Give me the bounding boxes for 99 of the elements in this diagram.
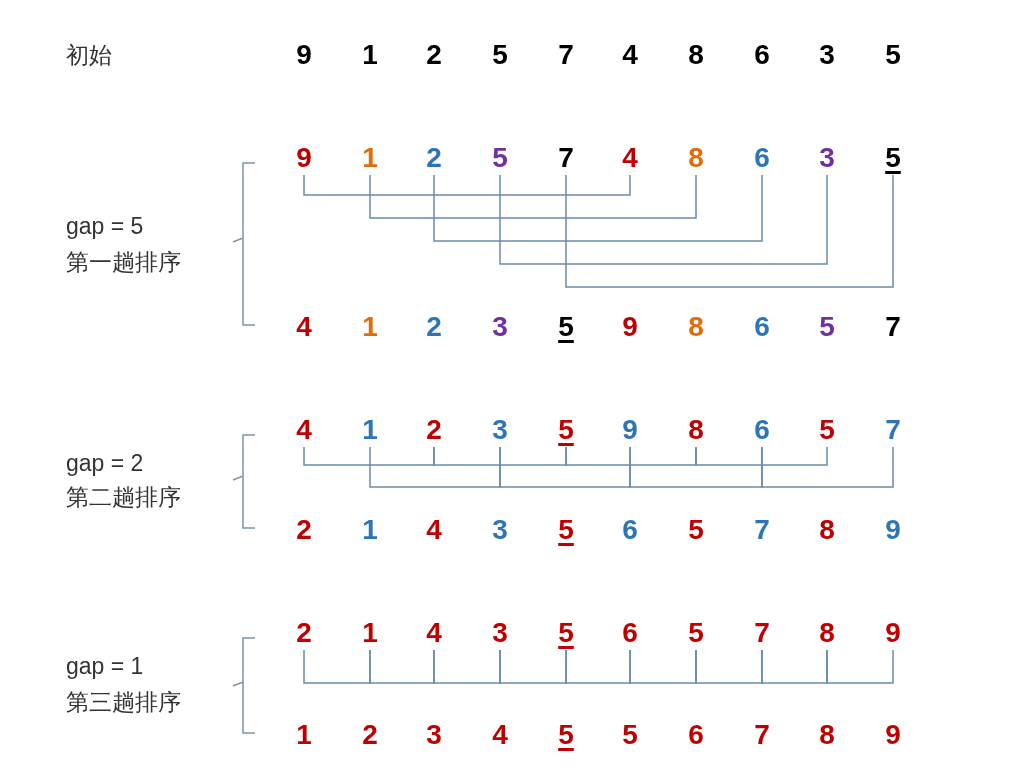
number: 1: [289, 718, 319, 752]
number: 5: [615, 718, 645, 752]
bracket-line: [369, 174, 697, 219]
number: 8: [681, 38, 711, 72]
number: 3: [485, 513, 515, 547]
bracket-line: [629, 446, 763, 488]
bracket-line: [433, 446, 567, 466]
number: 9: [878, 513, 908, 547]
pass-label: 第一趟排序: [66, 248, 181, 277]
bracket-line: [303, 174, 631, 196]
number: 3: [419, 718, 449, 752]
number: 5: [551, 413, 581, 447]
bracket-line: [565, 446, 697, 466]
number: 8: [681, 413, 711, 447]
number: 8: [812, 513, 842, 547]
bracket-line: [826, 649, 894, 684]
number: 7: [747, 513, 777, 547]
number: 3: [812, 38, 842, 72]
gap-label: gap = 5: [66, 213, 144, 240]
bracket-line: [303, 649, 371, 684]
bracket-line: [629, 649, 697, 684]
number: 8: [681, 141, 711, 175]
bracket-line: [369, 446, 501, 488]
bracket-line: [565, 649, 631, 684]
bracket-line: [499, 174, 828, 265]
number: 9: [615, 310, 645, 344]
number: 2: [419, 413, 449, 447]
number: 6: [615, 513, 645, 547]
number: 2: [419, 38, 449, 72]
number: 7: [878, 310, 908, 344]
number: 2: [419, 141, 449, 175]
number: 6: [615, 616, 645, 650]
number: 3: [812, 141, 842, 175]
number: 5: [681, 513, 711, 547]
number: 5: [812, 310, 842, 344]
number: 5: [551, 718, 581, 752]
number: 5: [878, 141, 908, 175]
row-label: 初始: [66, 41, 112, 70]
number: 2: [355, 718, 385, 752]
gap-label: gap = 2: [66, 450, 144, 477]
number: 8: [812, 616, 842, 650]
number: 2: [419, 310, 449, 344]
number: 5: [681, 616, 711, 650]
gap-label: gap = 1: [66, 653, 144, 680]
number: 1: [355, 616, 385, 650]
number: 5: [812, 413, 842, 447]
number: 1: [355, 141, 385, 175]
number: 5: [485, 38, 515, 72]
number: 9: [289, 141, 319, 175]
number: 7: [878, 413, 908, 447]
number: 4: [289, 310, 319, 344]
number: 3: [485, 310, 515, 344]
bracket-line: [499, 649, 567, 684]
bracket-line: [433, 174, 763, 242]
number: 7: [551, 141, 581, 175]
number: 3: [485, 413, 515, 447]
number: 7: [551, 38, 581, 72]
number: 5: [551, 310, 581, 344]
bracket-line: [695, 446, 828, 466]
number: 4: [485, 718, 515, 752]
number: 9: [878, 616, 908, 650]
bracket-line: [303, 446, 435, 466]
bracket-line: [499, 446, 631, 488]
number: 6: [747, 310, 777, 344]
number: 7: [747, 616, 777, 650]
bracket-line: [565, 174, 894, 288]
number: 1: [355, 413, 385, 447]
number: 5: [878, 38, 908, 72]
number: 5: [551, 616, 581, 650]
number: 6: [747, 141, 777, 175]
number: 4: [289, 413, 319, 447]
number: 1: [355, 38, 385, 72]
number: 4: [615, 141, 645, 175]
bracket-line: [433, 649, 501, 684]
number: 8: [681, 310, 711, 344]
bracket-line: [695, 649, 763, 684]
number: 8: [812, 718, 842, 752]
number: 6: [681, 718, 711, 752]
number: 9: [878, 718, 908, 752]
bracket-line: [761, 446, 894, 488]
number: 1: [355, 513, 385, 547]
number: 6: [747, 38, 777, 72]
number: 3: [485, 616, 515, 650]
number: 4: [615, 38, 645, 72]
number: 6: [747, 413, 777, 447]
number: 4: [419, 513, 449, 547]
number: 4: [419, 616, 449, 650]
pass-label: 第二趟排序: [66, 483, 181, 512]
bracket-line: [761, 649, 828, 684]
number: 5: [485, 141, 515, 175]
number: 5: [551, 513, 581, 547]
number: 9: [615, 413, 645, 447]
number: 7: [747, 718, 777, 752]
number: 2: [289, 513, 319, 547]
number: 9: [289, 38, 319, 72]
number: 2: [289, 616, 319, 650]
bracket-line: [369, 649, 435, 684]
pass-label: 第三趟排序: [66, 688, 181, 717]
number: 1: [355, 310, 385, 344]
